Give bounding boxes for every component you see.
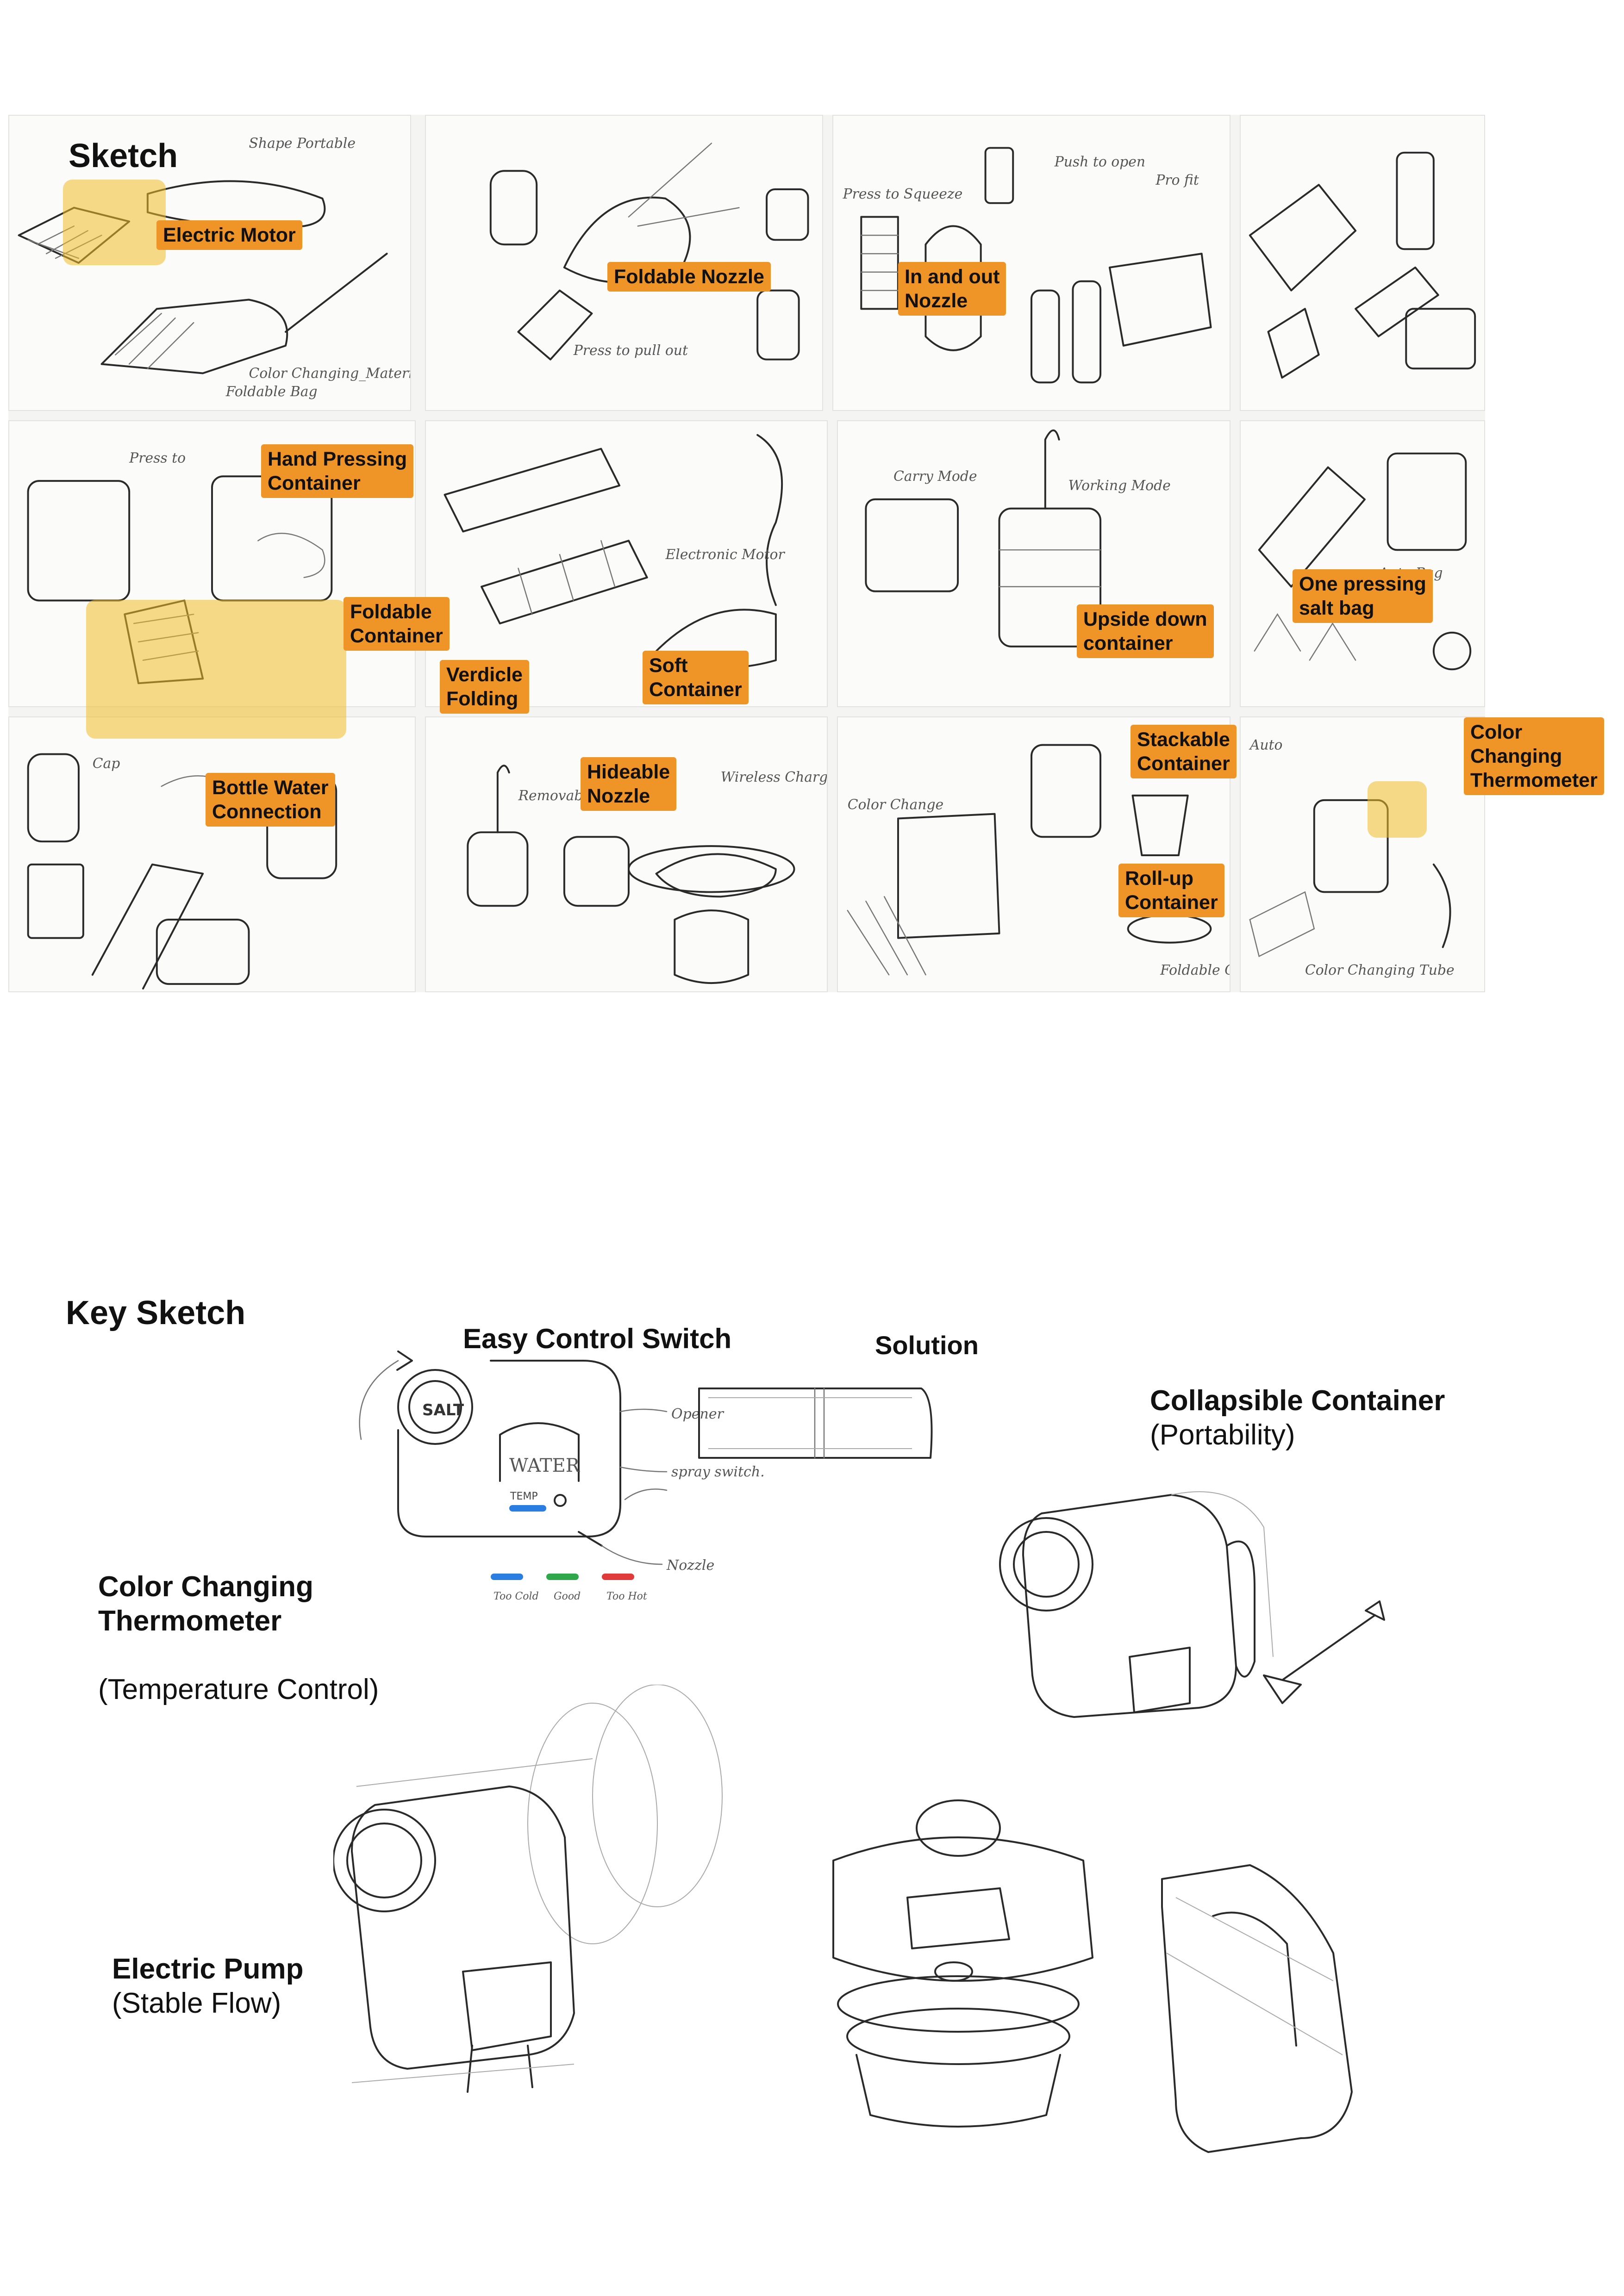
highlight-thermo: [1368, 781, 1427, 838]
spray-annot: spray switch.: [671, 1464, 765, 1480]
solution-title: Solution: [875, 1331, 979, 1360]
sketch-panel-9: Cap: [8, 716, 416, 992]
tag-soft-container: Soft Container: [643, 651, 749, 704]
thermo-title: Color Changing Thermometer: [98, 1571, 313, 1637]
tag-bottle-water: Bottle Water Connection: [206, 773, 335, 827]
nozzle-annot: Nozzle: [666, 1557, 714, 1574]
tag-stackable: Stackable Container: [1131, 725, 1237, 778]
svg-text:Cap: Cap: [93, 755, 120, 772]
tag-foldable-nozzle: Foldable Nozzle: [607, 262, 771, 292]
svg-text:Wireless Charging: Wireless Charging: [721, 769, 827, 785]
thermo-label: Color Changing Thermometer (Temperature …: [98, 1536, 379, 1741]
svg-text:Electronic Motor: Electronic Motor: [665, 547, 785, 563]
svg-text:Foldable Bag: Foldable Bag: [225, 384, 318, 400]
pump-label: Electric Pump (Stable Flow): [112, 1952, 303, 2021]
pump-drawing: [332, 1684, 833, 2120]
svg-text:Color Change: Color Change: [848, 797, 943, 813]
collapsible-drawing: [995, 1472, 1403, 1768]
sketch-panel-8: Auto Bag: [1240, 420, 1485, 707]
sketch-panel-12: Auto Color Changing Tube: [1240, 716, 1485, 992]
svg-text:Press to pull out: Press to pull out: [573, 342, 688, 359]
tag-hideable-nozzle: Hideable Nozzle: [581, 757, 677, 811]
collapsible-label: Collapsible Container (Portability): [1150, 1384, 1445, 1452]
sketch-panel-4: [1240, 115, 1485, 411]
sketch-collage: Color Changing_Material Foldable Bag Sha…: [8, 115, 1485, 992]
svg-text:Carry Mode: Carry Mode: [893, 468, 977, 485]
water-label: WATER: [509, 1455, 581, 1476]
tag-in-out-nozzle: In and out Nozzle: [898, 262, 1006, 316]
svg-text:Press to: Press to: [129, 450, 186, 466]
highlight-foldable: [86, 600, 346, 739]
tag-roll-up: Roll-up Container: [1118, 864, 1224, 917]
svg-text:Color Changing_Material: Color Changing_Material: [249, 365, 410, 381]
svg-text:Foldable Cup: Foldable Cup: [1160, 962, 1230, 978]
tag-verdicle-folding: Verdicle Folding: [440, 660, 529, 714]
svg-text:Color Changing Tube: Color Changing Tube: [1305, 962, 1455, 978]
opener-annot: Opener: [671, 1406, 725, 1422]
too-hot-annot: Too Hot: [606, 1591, 647, 1602]
tag-foldable-container: Foldable Container: [344, 597, 450, 651]
svg-text:Shape Portable: Shape Portable: [249, 136, 356, 152]
temp-label: TEMP: [510, 1491, 538, 1502]
svg-text:Press to Squeeze: Press to Squeeze: [843, 186, 963, 202]
tag-salt-bag: One pressing salt bag: [1293, 569, 1433, 623]
sketch-panel-6: Electronic Motor: [425, 420, 828, 707]
svg-text:Auto: Auto: [1249, 737, 1283, 753]
collapsible-title: Collapsible Container: [1150, 1385, 1445, 1417]
control-switch-drawing: SALT WATER TEMP Opener spray switch. Noz…: [343, 1333, 796, 1657]
svg-text:Push to open: Push to open: [1054, 154, 1145, 170]
pump-title: Electric Pump: [112, 1953, 304, 1985]
pump-sub: (Stable Flow): [112, 1987, 281, 2019]
tag-hand-pressing: Hand Pressing Container: [261, 444, 414, 498]
sketch-panel-7: Carry Mode Working Mode: [837, 420, 1230, 707]
svg-text:Working Mode: Working Mode: [1068, 478, 1171, 494]
sketch-title: Sketch: [69, 137, 178, 174]
good-annot: Good: [554, 1591, 581, 1602]
tag-upside-down: Upside down container: [1077, 604, 1214, 658]
sketch-panel-3: Press to Squeeze Push to open Pro fit: [832, 115, 1230, 411]
stacked-drawing: [806, 1796, 1111, 2138]
tag-electric-motor: Electric Motor: [156, 220, 302, 250]
collapsible-sub: (Portability): [1150, 1419, 1295, 1451]
side-view-drawing: [1148, 1860, 1407, 2157]
sketch-panel-11: Color Change Foldable Cup: [837, 716, 1230, 992]
easy-control-title: Easy Control Switch: [463, 1323, 732, 1354]
svg-text:Pro fit: Pro fit: [1155, 172, 1199, 188]
solution-drawing: [690, 1379, 940, 1481]
tag-thermometer: Color Changing Thermometer: [1464, 717, 1604, 795]
key-sketch-title: Key Sketch: [66, 1294, 246, 1332]
highlight-motor: [63, 180, 166, 265]
too-cold-annot: Too Cold: [493, 1591, 539, 1602]
salt-label: SALT: [422, 1401, 464, 1419]
thermo-sub: (Temperature Control): [98, 1674, 379, 1705]
